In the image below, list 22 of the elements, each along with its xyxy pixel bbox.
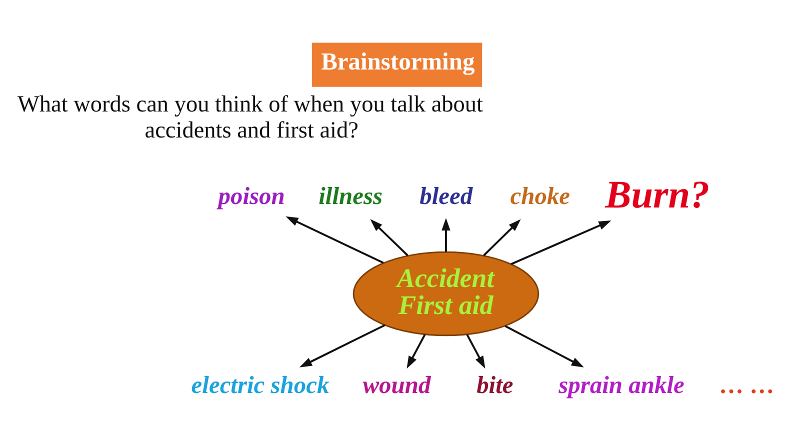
node-text: bite: [476, 371, 514, 398]
arrow: [406, 334, 426, 368]
arrow: [286, 216, 384, 264]
node-text: wound: [362, 371, 431, 398]
arrow: [299, 324, 386, 367]
arrow: [370, 218, 408, 256]
node-text: choke: [510, 182, 570, 210]
label: … …: [719, 371, 774, 398]
arrow: [510, 220, 612, 264]
node-ellipse: Accident First aid: [352, 250, 540, 336]
node-text: bleed: [420, 182, 473, 210]
label: What words can you think of when you talk about accidents and first aid?: [17, 91, 483, 143]
arrow: [442, 218, 450, 252]
arrow: [504, 324, 584, 367]
node-text: illness: [318, 182, 383, 210]
diagram-title: Brainstorming: [321, 48, 475, 76]
node-text: Burn?: [605, 173, 710, 216]
node-text: electric shock: [191, 371, 330, 398]
arrow: [483, 218, 521, 256]
node-text: sprain ankle: [558, 371, 684, 398]
node-text: poison: [218, 182, 285, 210]
arrow: [466, 334, 486, 368]
